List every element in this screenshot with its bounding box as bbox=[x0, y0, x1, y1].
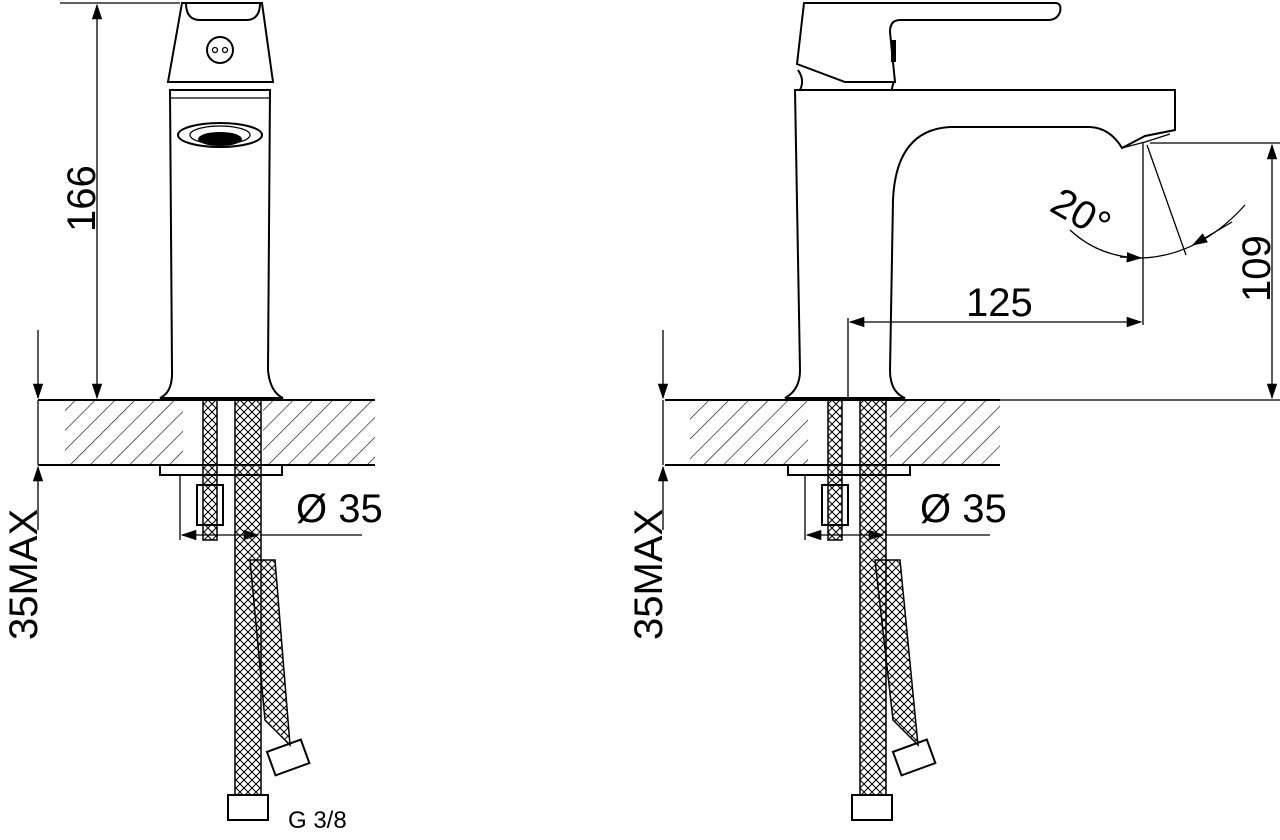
threaded-rod bbox=[202, 399, 218, 541]
mounting-flange bbox=[159, 464, 283, 476]
angle-20-label: 20° bbox=[1044, 180, 1118, 248]
faucet-front bbox=[159, 1, 284, 399]
height-166-label: 166 bbox=[60, 165, 104, 232]
nut bbox=[196, 484, 224, 526]
hole-diameter-label: Ø 35 bbox=[920, 487, 1007, 531]
hose-connector bbox=[851, 794, 893, 821]
mounting-flange bbox=[787, 464, 911, 476]
faucet-side bbox=[784, 2, 1176, 399]
thickness-35max-label: 35MAX bbox=[2, 509, 46, 640]
front-view: 166 35MAX Ø 35 G 3/8 bbox=[2, 1, 383, 834]
hose-connector bbox=[265, 738, 311, 777]
hose-connector bbox=[227, 794, 269, 821]
hose-2 bbox=[874, 559, 919, 748]
hose-2 bbox=[249, 559, 291, 747]
nut bbox=[821, 484, 849, 526]
thickness-35max-label: 35MAX bbox=[627, 509, 671, 640]
side-view: 125 20° 109 35MAX Ø 35 bbox=[627, 2, 1280, 821]
threaded-rod bbox=[827, 399, 843, 541]
hole-diameter-label: Ø 35 bbox=[296, 487, 383, 531]
spout-height-109-label: 109 bbox=[1235, 235, 1279, 302]
reach-125-label: 125 bbox=[966, 281, 1033, 325]
thread-size-label: G 3/8 bbox=[288, 807, 347, 834]
hose-connector bbox=[891, 738, 937, 777]
